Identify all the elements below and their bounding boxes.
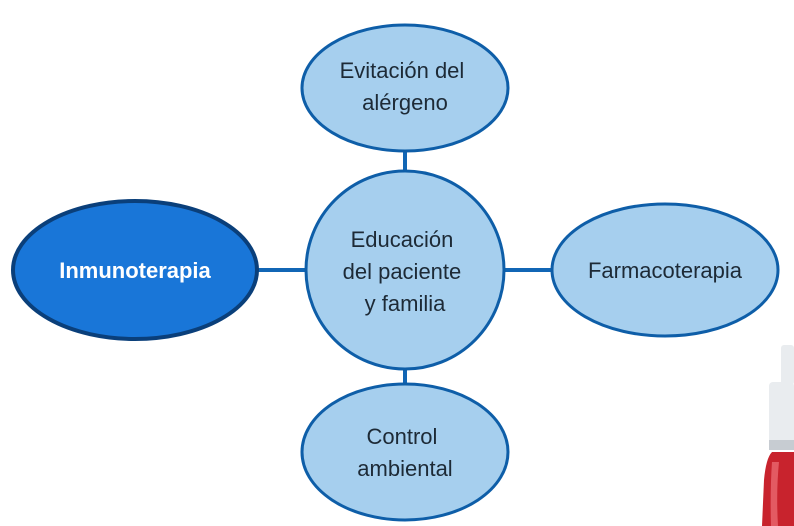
node-control-shape	[300, 382, 510, 522]
node-inmunoterapia: Inmunoterapia	[11, 199, 259, 341]
node-farmacoterapia-line-1: Farmacoterapia	[588, 258, 743, 283]
node-control: Control ambiental	[300, 382, 510, 522]
node-farmacoterapia-label: Farmacoterapia	[588, 258, 743, 283]
node-educacion-shape	[304, 169, 506, 371]
bottle-body	[762, 452, 794, 526]
bottle-highlight	[770, 462, 779, 526]
node-evitacion-shape	[300, 23, 510, 153]
bottle-tip	[781, 345, 794, 385]
node-educacion-line-2: del paciente	[343, 259, 462, 284]
bottle-cap	[769, 382, 794, 448]
node-control-line-1: Control	[366, 424, 437, 449]
node-evitacion-line-2: alérgeno	[362, 90, 448, 115]
connectors	[255, 150, 553, 385]
node-educacion-line-3: y familia	[365, 291, 446, 316]
node-control-line-2: ambiental	[357, 456, 452, 481]
node-inmunoterapia-line-1: Inmunoterapia	[59, 258, 211, 283]
node-inmunoterapia-label: Inmunoterapia	[59, 258, 211, 283]
node-farmacoterapia-shape	[550, 202, 780, 338]
node-farmacoterapia: Farmacoterapia	[550, 202, 780, 338]
node-control-label: Control ambiental	[357, 424, 452, 481]
node-inmunoterapia-shape	[11, 199, 259, 341]
node-evitacion-label: Evitación del alérgeno	[340, 58, 471, 115]
node-evitacion: Evitación del alérgeno	[300, 23, 510, 153]
node-evitacion-line-1: Evitación del	[340, 58, 465, 83]
node-educacion-label: Educación del paciente y familia	[343, 227, 468, 316]
dropper-bottle-image	[762, 345, 794, 526]
node-educacion: Educación del paciente y familia	[304, 169, 506, 371]
bottle-cap-ring	[769, 440, 794, 450]
node-educacion-line-1: Educación	[351, 227, 454, 252]
